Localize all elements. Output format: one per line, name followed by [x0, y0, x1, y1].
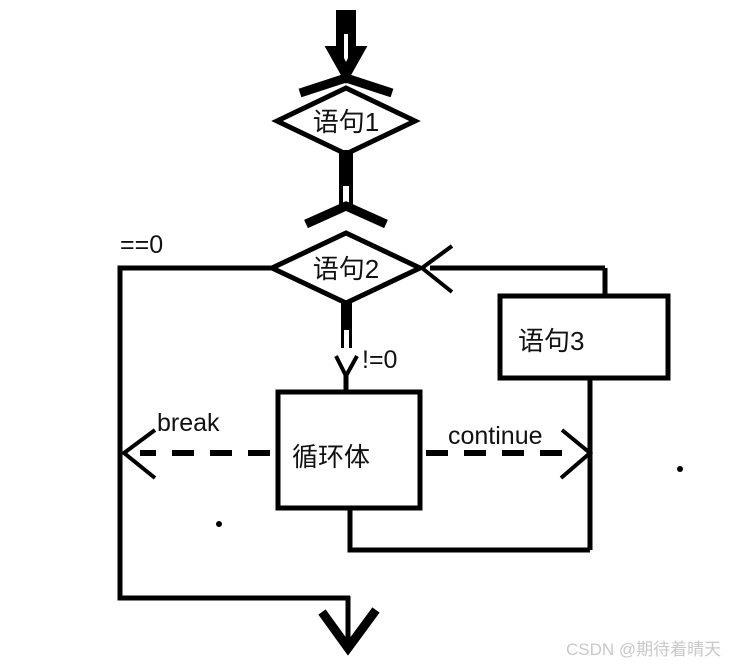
- decision-statement2: 语句2: [266, 230, 426, 306]
- edge-continue: continue: [426, 422, 594, 480]
- process-loop-body: 循环体: [275, 389, 423, 511]
- edge-label-not-equals-zero: !=0: [362, 346, 397, 374]
- entry-arrow-icon: [298, 10, 394, 98]
- edge-break: break: [120, 409, 270, 480]
- edge-statement3-to-loop-rail: [347, 378, 593, 553]
- decision-statement1: 语句1: [271, 85, 421, 157]
- decision-statement1-label: 语句1: [313, 107, 379, 137]
- edge-equals-zero: ==0: [117, 231, 350, 601]
- connector-statement1-to-statement2: [304, 150, 388, 229]
- process-loop-body-label: 循环体: [292, 442, 370, 472]
- process-statement3-label: 语句3: [518, 326, 584, 356]
- edge-label-break: break: [157, 409, 220, 437]
- loopback-arrowhead-icon: [418, 244, 454, 294]
- watermark-label: CSDN @期待着晴天: [566, 640, 721, 659]
- edge-not-equals-zero: !=0: [334, 300, 397, 390]
- break-arrowhead-icon: [120, 428, 157, 480]
- decision-statement2-label: 语句2: [313, 254, 379, 284]
- exit-arrow-icon: [318, 596, 380, 656]
- continue-arrowhead-icon: [559, 428, 594, 480]
- process-statement3: 语句3: [497, 293, 671, 381]
- artifact-dot: [677, 466, 683, 472]
- edge-label-continue: continue: [448, 422, 543, 450]
- artifact-dot: [216, 521, 222, 527]
- edge-label-equals-zero: ==0: [120, 231, 163, 259]
- edge-loopback-to-statement2: [418, 244, 608, 296]
